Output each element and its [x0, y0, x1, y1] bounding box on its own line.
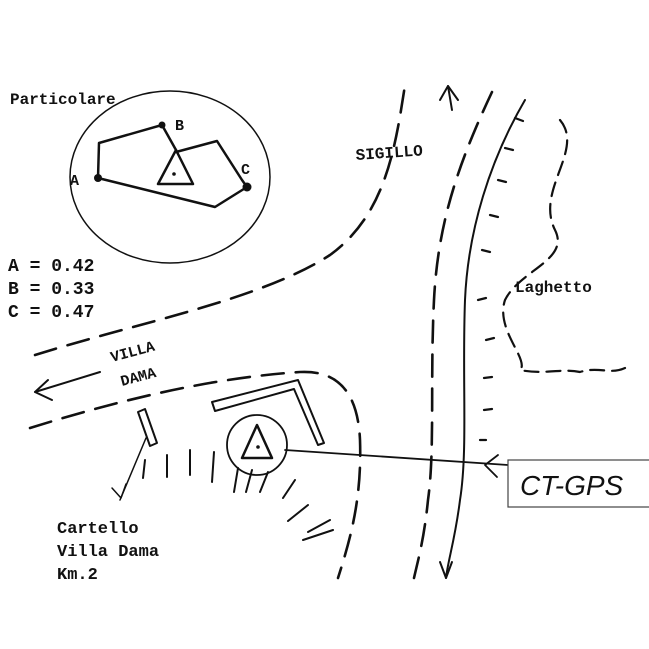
- road-edge-upper: [33, 83, 407, 357]
- value-b: B = 0.33: [8, 280, 94, 300]
- value-a: A = 0.42: [8, 257, 94, 277]
- point-b-marker: [158, 121, 166, 129]
- station-pointer-arrow-icon: [484, 454, 499, 478]
- lake-hatching: [476, 116, 627, 442]
- shore-arrowhead: [439, 561, 453, 579]
- point-a-label: A: [70, 173, 79, 190]
- villa-dama-arrow-icon: [34, 379, 53, 401]
- villa-dama-arrow-shaft: [34, 371, 101, 393]
- detail-outline-left: [96, 123, 178, 180]
- lake-shore-line: [445, 99, 526, 579]
- road-edge-lower: [28, 370, 362, 580]
- road-label-sigillo: SIGILLO: [355, 142, 424, 165]
- value-c: C = 0.47: [8, 303, 94, 323]
- lake-label: Laghetto: [515, 279, 592, 297]
- sign-label-line2: Villa Dama: [57, 543, 159, 562]
- north-arrow-shaft: [447, 85, 453, 111]
- station-circle: [226, 414, 288, 476]
- point-c-label: C: [241, 162, 250, 179]
- station-dot: [256, 445, 260, 449]
- station-label-box: [507, 459, 649, 508]
- road-label-dama: DAMA: [119, 365, 158, 391]
- sign-pointer-arrow-icon: [111, 483, 127, 499]
- sign-label-line3: Km.2: [57, 566, 98, 585]
- slope-hatching: [142, 449, 334, 541]
- detail-station-triangle-icon: [156, 148, 195, 186]
- point-a-marker: [94, 174, 102, 182]
- building-outline: [211, 379, 325, 446]
- station-pointer-line: [284, 449, 509, 466]
- point-c-marker: [242, 182, 252, 192]
- detail-station-dot: [172, 172, 176, 176]
- detail-title: Particolare: [10, 91, 116, 109]
- station-triangle-icon: [240, 423, 274, 460]
- detail-circle: [69, 90, 271, 264]
- point-b-label: B: [175, 118, 184, 135]
- road-label-villa: VILLA: [109, 339, 157, 367]
- sign-marker: [137, 408, 158, 447]
- road-sigillo-edge: [412, 90, 494, 580]
- station-label: CT-GPS: [520, 470, 624, 501]
- north-arrow-icon: [439, 85, 459, 101]
- sign-label-line1: Cartello: [57, 520, 139, 539]
